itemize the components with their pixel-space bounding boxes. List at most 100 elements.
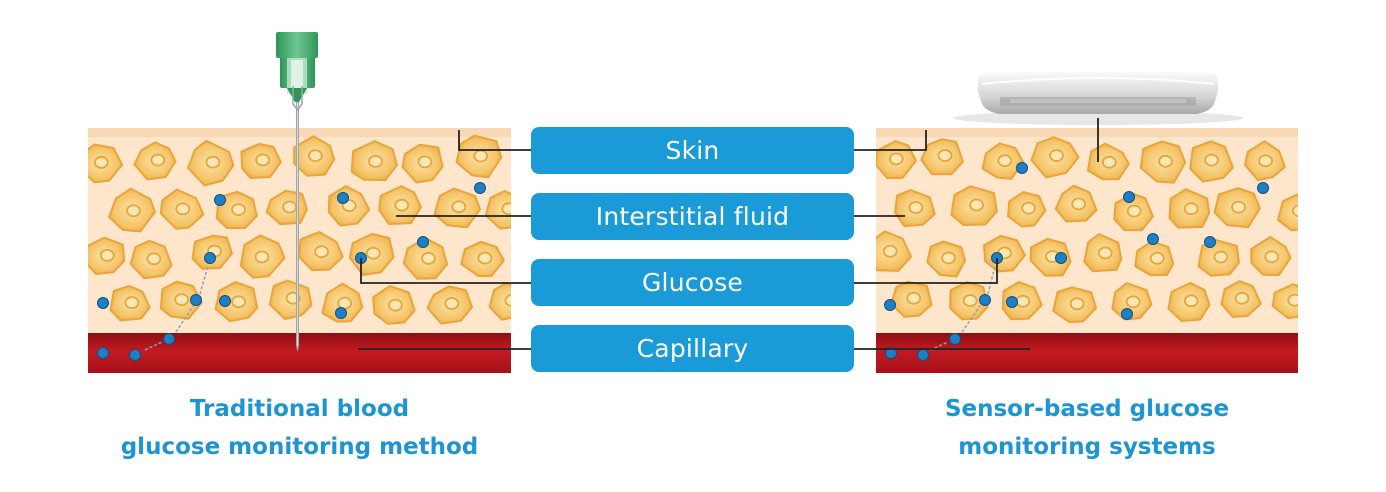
cell — [378, 185, 422, 226]
cell — [1113, 193, 1154, 232]
cell — [1168, 188, 1211, 229]
cell — [321, 282, 364, 323]
left-cells — [88, 134, 511, 325]
cell — [239, 234, 286, 279]
cell — [1213, 187, 1261, 229]
glucose-dot — [1123, 191, 1135, 203]
glucose-dot — [917, 349, 929, 361]
cell — [1083, 233, 1123, 273]
glucose-dot — [1055, 252, 1067, 264]
right-tissue-panel — [876, 128, 1298, 373]
glucose-connector-left — [360, 258, 552, 284]
label-skin: Skin — [531, 127, 854, 174]
glucose-dot — [949, 333, 961, 345]
caption-sensor: Sensor-based glucose monitoring systems — [876, 390, 1298, 466]
cell — [350, 140, 398, 182]
diffusion-arrow — [144, 341, 163, 351]
diffusion-arrow — [929, 341, 949, 351]
left-capillary — [88, 333, 511, 373]
cell — [108, 187, 156, 233]
cell — [1244, 140, 1286, 182]
connector-lines — [358, 118, 1099, 350]
cell — [1277, 193, 1298, 232]
skin-connector-left — [458, 130, 552, 151]
cell — [1250, 236, 1292, 277]
cell — [1139, 140, 1187, 184]
cell — [1111, 282, 1153, 321]
glucose-dot — [214, 194, 226, 206]
cell — [1220, 280, 1262, 318]
caption-traditional-line1: Traditional blood — [189, 396, 410, 422]
cell — [1167, 281, 1211, 322]
glucose-dot — [1006, 296, 1018, 308]
cell — [1029, 238, 1072, 277]
caption-traditional: Traditional blood glucose monitoring met… — [88, 390, 511, 466]
left-tissue-panel — [88, 128, 511, 373]
sensor-icon — [953, 72, 1243, 125]
cell — [433, 187, 482, 229]
glucose-dot — [884, 299, 896, 311]
caption-sensor-line2: monitoring systems — [958, 434, 1216, 460]
cell — [1030, 136, 1080, 179]
needle-icon — [276, 32, 318, 352]
cell — [401, 143, 444, 184]
diffusion-arrow — [961, 305, 981, 333]
left-skin-surface — [88, 128, 511, 137]
label-glucose: Glucose — [531, 259, 854, 306]
glucose-connector-right — [834, 258, 998, 284]
cell — [109, 285, 151, 322]
cell — [890, 280, 933, 318]
cell — [1134, 240, 1175, 277]
cell — [187, 139, 235, 187]
cell — [949, 281, 989, 321]
glucose-dot — [474, 182, 486, 194]
cell — [426, 285, 473, 325]
glucose-dot — [219, 295, 231, 307]
cell — [372, 285, 416, 325]
glucose-dot — [979, 294, 991, 306]
glucose-dot — [1204, 236, 1216, 248]
glucose-dot — [129, 349, 141, 361]
left-glucose-dots — [97, 182, 486, 361]
glucose-dot — [97, 297, 109, 309]
cell — [129, 239, 173, 280]
glucose-dot — [337, 192, 349, 204]
cell — [1189, 140, 1234, 183]
glucose-dot — [204, 252, 216, 264]
cell — [88, 143, 124, 184]
cell — [1007, 191, 1047, 228]
cell — [894, 189, 936, 228]
right-skin-surface — [876, 128, 1298, 137]
caption-traditional-line2: glucose monitoring method — [120, 434, 479, 460]
cell — [876, 230, 913, 272]
cell — [460, 240, 505, 278]
cell — [402, 237, 449, 280]
cell — [159, 188, 205, 230]
right-glucose-dots — [884, 162, 1269, 361]
glucose-dot — [885, 347, 897, 359]
cell — [920, 138, 964, 176]
glucose-dot — [1257, 182, 1269, 194]
cell — [293, 135, 336, 177]
cell — [214, 281, 259, 323]
cell — [1052, 286, 1098, 324]
cell — [455, 134, 503, 179]
glucose-dot — [1121, 308, 1133, 320]
glucose-dot — [335, 307, 347, 319]
skin-connector-right — [834, 130, 927, 151]
cell — [297, 231, 344, 272]
cell — [926, 240, 966, 278]
cell — [215, 190, 258, 229]
glucose-dot — [190, 294, 202, 306]
right-capillary — [876, 333, 1298, 373]
glucose-dot — [97, 347, 109, 359]
cell — [981, 142, 1025, 180]
cell — [1271, 283, 1298, 320]
label-capillary: Capillary — [531, 325, 854, 372]
cell — [240, 142, 282, 179]
glucose-dot — [1147, 233, 1159, 245]
cell — [1054, 184, 1098, 223]
cell — [133, 141, 177, 181]
cell — [484, 190, 511, 230]
